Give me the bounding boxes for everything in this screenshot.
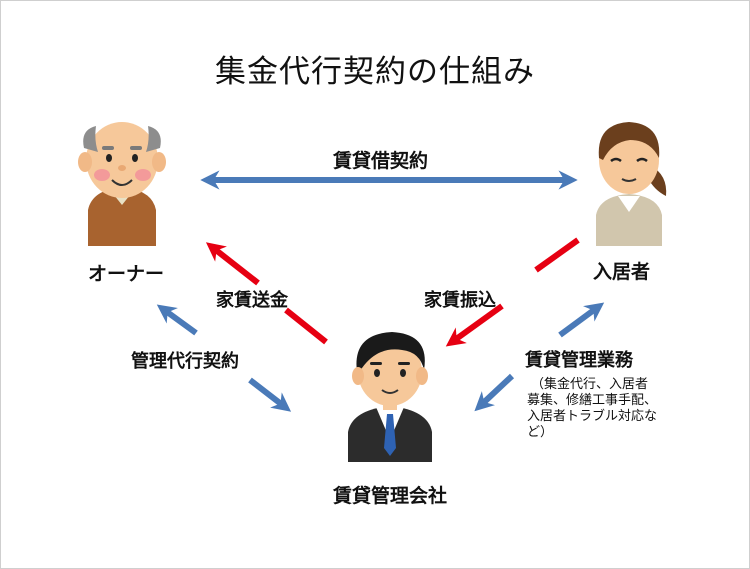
- rent-remittance-label: 家賃送金: [216, 290, 288, 311]
- rent-remittance-arrow-head: [205, 242, 260, 286]
- page-title: 集金代行契約の仕組み: [215, 54, 535, 90]
- owner-illustration: [78, 122, 166, 246]
- management-work-arrow-bottom: [474, 373, 515, 412]
- rent-transfer-label: 家賃振込: [424, 290, 496, 311]
- rent-transfer-arrow-head: [445, 303, 504, 347]
- owner-label: オーナー: [88, 263, 165, 285]
- rent-transfer-arrow-tail: [534, 237, 580, 273]
- rent-remittance-arrow-tail: [284, 307, 328, 345]
- management-work-label: 賃貸管理業務: [525, 350, 633, 371]
- management-work-detail-line-3: 入居者トラブル対応な: [527, 409, 658, 424]
- company-illustration: [348, 332, 432, 462]
- management-work-arrow-top: [558, 302, 605, 338]
- lease-contract-label: 賃貸借契約: [333, 150, 429, 172]
- company-label: 賃貸管理会社: [333, 485, 448, 507]
- management-work-detail-line-1: （集金代行、入居者: [531, 377, 649, 392]
- tenant-label: 入居者: [593, 261, 651, 283]
- management-work-detail-line-4: ど）: [527, 425, 554, 440]
- management-contract-arrow-bottom: [248, 377, 292, 412]
- management-work-detail-line-2: 募集、修繕工事手配、: [527, 393, 658, 408]
- tenant-illustration: [596, 122, 667, 246]
- management-contract-label: 管理代行契約: [131, 351, 239, 372]
- management-contract-arrow-top: [156, 304, 198, 336]
